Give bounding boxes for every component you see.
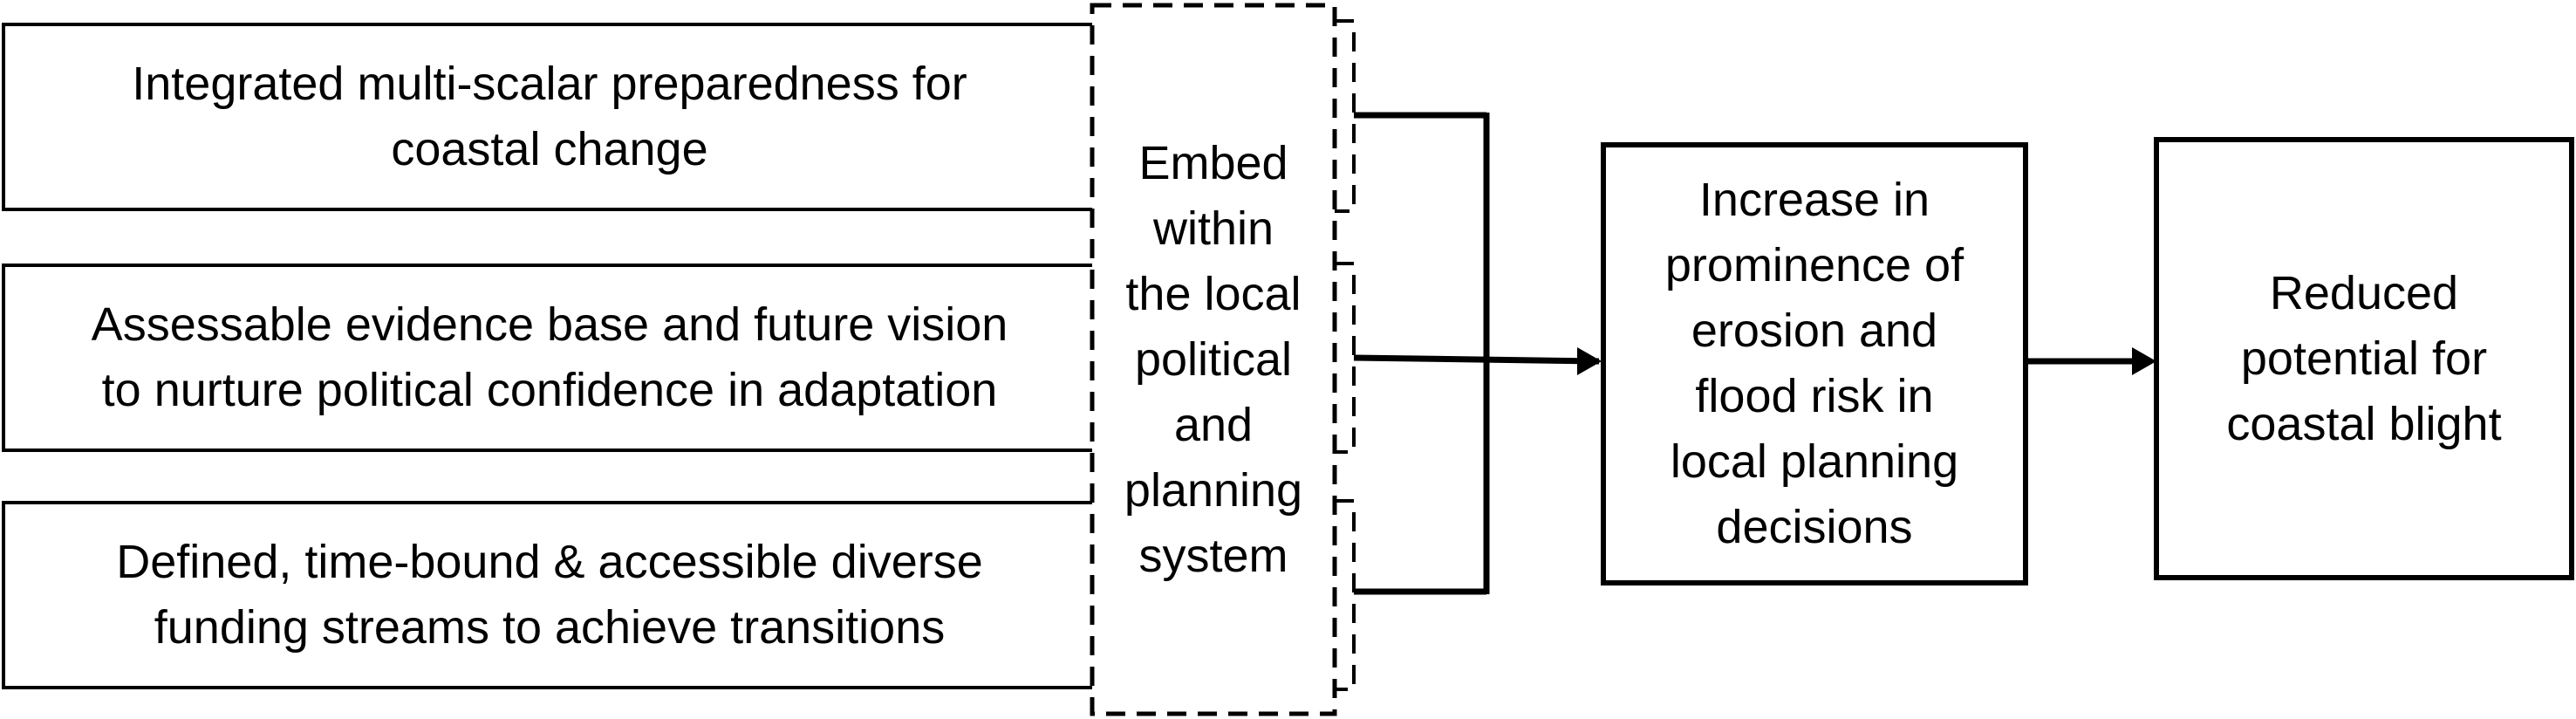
result-label: Reduced potential for coastal blight — [2159, 142, 2569, 575]
bracket-1 — [1335, 19, 1356, 213]
input-box-1 — [2, 23, 1092, 211]
input-3-text: Defined, time-bound & accessible diverse… — [116, 536, 983, 654]
result-box — [2154, 137, 2574, 580]
outcome-text: Increase in prominence of erosion and fl… — [1664, 174, 1964, 553]
input-box-2 — [2, 264, 1092, 452]
embed-box — [1090, 3, 1337, 716]
outcome-label: Increase in prominence of erosion and fl… — [1606, 147, 2023, 580]
input-2-text: Assessable evidence base and future visi… — [91, 298, 1008, 416]
arrowhead-result — [2132, 347, 2156, 375]
result-text: Reduced potential for coastal blight — [2226, 266, 2502, 450]
embed-text: Embed within the local political and pla… — [1124, 136, 1303, 582]
input-3-label: Defined, time-bound & accessible diverse… — [7, 504, 1092, 686]
bracket-3 — [1335, 499, 1356, 691]
input-2-label: Assessable evidence base and future visi… — [7, 267, 1092, 449]
embed-label: Embed within the local political and pla… — [1094, 7, 1333, 712]
input-1-label: Integrated multi-scalar preparedness for… — [7, 26, 1092, 208]
bracket-2 — [1335, 262, 1356, 454]
input-box-3 — [2, 501, 1092, 689]
arrow-to-outcome — [1353, 354, 1600, 366]
input-1-text: Integrated multi-scalar preparedness for… — [132, 58, 967, 175]
arrowhead-outcome — [1577, 347, 1602, 375]
